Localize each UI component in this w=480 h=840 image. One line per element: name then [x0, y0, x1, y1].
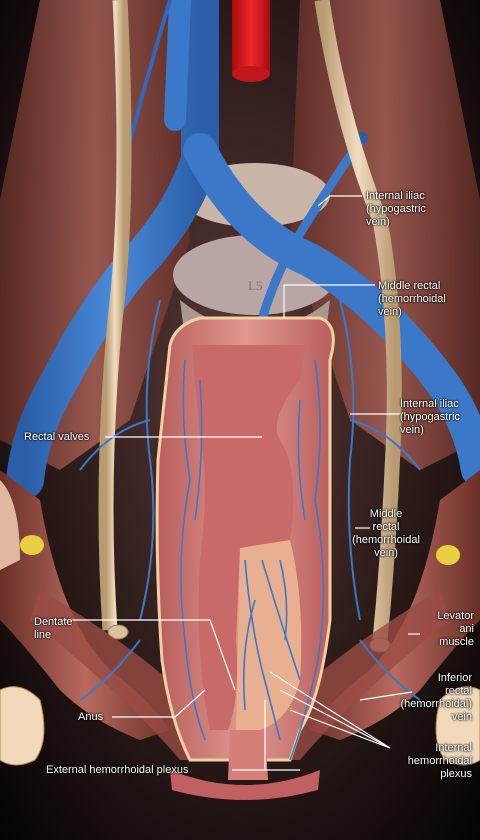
label-line: plexus [440, 768, 472, 780]
label-line: line [34, 629, 52, 641]
label-line: muscle [439, 636, 474, 648]
label-line: Internal [435, 742, 472, 754]
label-inferior-rectal: Inferior rectal (hemorrhoidal) vein [360, 672, 472, 724]
psoas-muscle-left [0, 0, 190, 470]
label-line: Internal iliac [400, 398, 459, 410]
label-internal-iliac-upper: Internal iliac (hypogastric vein) [366, 190, 426, 229]
label-line: (hypogastric [366, 203, 426, 215]
label-line: Dentate [34, 616, 73, 628]
vertebra-label: L5 [248, 278, 262, 293]
rectal-veins [180, 359, 325, 761]
label-line: rectal [445, 685, 472, 697]
label-external-plexus: External hemorrhoidal plexus [46, 764, 189, 776]
pelvic-veins [79, 299, 421, 701]
ischial-bone-right [435, 686, 480, 766]
label-dentate-line: Dentate line [34, 616, 73, 642]
artery [232, 0, 270, 82]
label-line: (hemorrhoidal [352, 534, 420, 546]
label-line: vein) [400, 424, 424, 436]
label-line: Middle rectal [378, 280, 441, 292]
label-middle-rectal-upper: Middle rectal (hemorrhoidal vein) [378, 280, 446, 319]
label-line: vein [451, 711, 472, 723]
label-line: vein) [378, 306, 402, 318]
label-middle-rectal-right: Middle rectal (hemorrhoidal vein) [344, 508, 428, 560]
vena-cava [6, 0, 480, 499]
pelvic-wall-right [310, 470, 480, 740]
label-rectal-valves: Rectal valves [24, 431, 90, 443]
label-line: Internal iliac [366, 190, 425, 202]
anal-canal [170, 730, 320, 800]
label-line: (hemorrhoidal [378, 293, 446, 305]
label-line: rectal [372, 521, 400, 533]
label-line: hemorrhoidal [407, 755, 472, 767]
pelvic-wall-left [0, 470, 170, 740]
ischial-bone-left [0, 686, 45, 766]
ureter-left [98, 0, 132, 640]
label-internal-plexus: Internal hemorrhoidal plexus [372, 742, 472, 781]
label-line: Levator [437, 610, 474, 622]
label-line: vein) [374, 547, 398, 559]
label-line: (hypogastric [400, 411, 460, 423]
label-line: ani [459, 623, 474, 635]
label-line: Middle [369, 508, 403, 520]
label-line: Inferior [437, 672, 472, 684]
label-line: vein) [366, 216, 390, 228]
label-internal-iliac-right: Internal iliac (hypogastric vein) [400, 398, 460, 437]
leader-lines [60, 195, 420, 771]
label-line: (hemorrhoidal) [400, 698, 472, 710]
label-anus: Anus [78, 711, 104, 723]
label-levator-ani: Levator ani muscle [410, 610, 474, 649]
